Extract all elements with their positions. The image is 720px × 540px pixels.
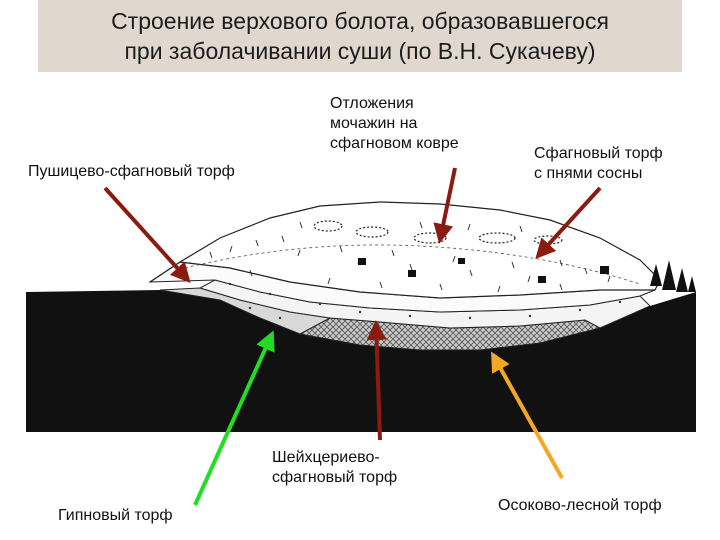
arrow-to-hollows (433, 167, 457, 244)
dome-layer-line (184, 244, 641, 285)
hollow-lens (313, 220, 343, 232)
arrow-to-pine-stump-peat (535, 186, 602, 259)
pine-stumps (358, 258, 609, 283)
label-hollow-deposits-line-2: мочажин на (330, 115, 418, 132)
label-hypnum-peat: Гипновый торф (58, 507, 173, 524)
arrow-to-hypnum-peat (193, 330, 275, 506)
label-hollow-deposits: Отложения мочажин на сфагновом ковре (330, 94, 459, 154)
title-line-1: Строение верхового болота, образовавшего… (111, 8, 609, 34)
hollow-lens (533, 235, 563, 245)
mineral-ground (26, 290, 696, 432)
label-hollow-deposits-line-1: Отложения (330, 95, 414, 112)
label-sedge-wood-peat: Осоково-лесной торф (498, 497, 662, 514)
label-cotton-grass-peat: Пушицево-сфагновый торф (28, 163, 235, 180)
label-hollow-deposits-line-3: сфагновом ковре (330, 135, 459, 152)
label-pine-stump-peat-line-1: Сфагновый торф (534, 145, 663, 162)
arrow-to-sedge-wood-peat (491, 351, 564, 479)
label-scheuchzeria-peat-line-1: Шейхцериево- (272, 449, 380, 466)
edge-trees (650, 260, 696, 292)
label-pine-stump-peat-line-2: с пнями сосны (534, 165, 643, 182)
label-scheuchzeria-peat-line-2: сфагновый торф (272, 469, 398, 486)
layer-dots (228, 282, 622, 320)
arrow-to-cotton-grass-peat (103, 186, 191, 283)
hollow-lens (478, 232, 516, 244)
title-banner: Строение верхового болота, образовавшего… (38, 0, 682, 72)
title-line-2: при заболачивании суши (по В.Н. Сукачеву… (124, 38, 596, 64)
arrow-to-scheuchzeria-peat (366, 320, 387, 441)
label-scheuchzeria-peat: Шейхцериево- сфагновый торф (272, 448, 397, 488)
hollow-lens (355, 226, 389, 238)
label-pine-stump-peat: Сфагновый торф с пнями сосны (534, 144, 663, 184)
sphagnum-dome (149, 201, 661, 299)
